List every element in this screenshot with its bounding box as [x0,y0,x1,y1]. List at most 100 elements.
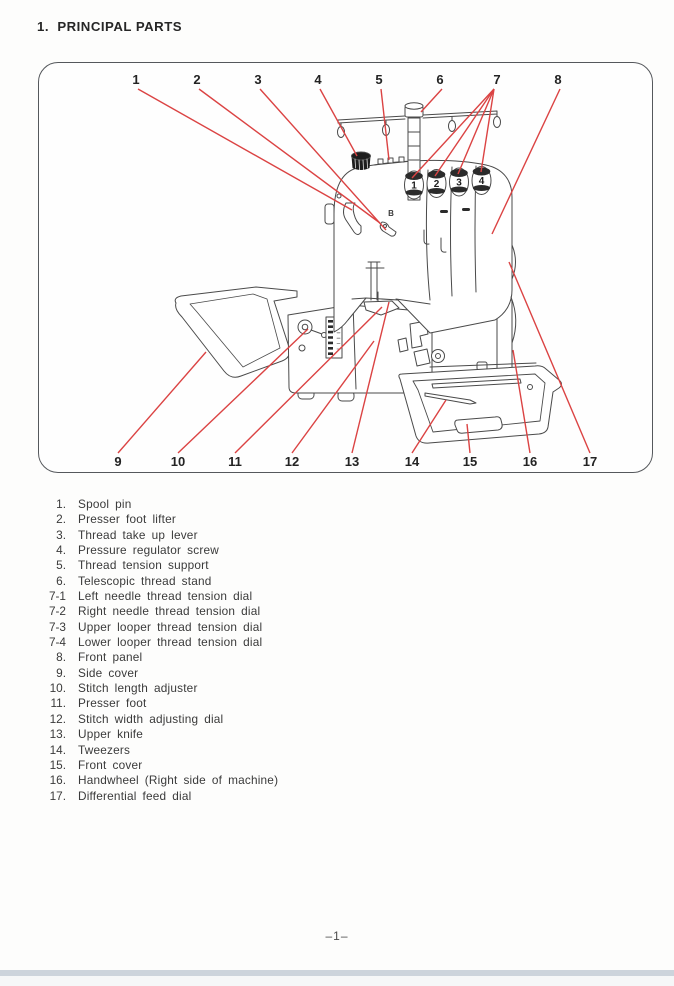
presser-foot-lifter [343,202,362,235]
parts-list-item: 7-4 Lower looper thread tension dial [40,635,460,650]
part-number: 9. [56,665,66,680]
part-number: 13. [49,727,66,742]
callout-number-9: 9 [114,454,121,469]
part-name: Tweezers [78,742,131,757]
part-name: Right needle thread tension dial [78,604,261,619]
part-name: Differential feed dial [78,788,192,803]
callout-number-15: 15 [463,454,477,469]
callout-line-4 [319,88,358,157]
callout-number-5: 5 [375,72,382,87]
callout-number-7: 7 [493,72,500,87]
part-name: Stitch width adjusting dial [78,711,224,726]
parts-list-item: 4.Pressure regulator screw [40,543,460,558]
callout-number-2: 2 [193,72,200,87]
parts-list-item: 3.Thread take up lever [40,528,460,543]
callout-line-7 [411,88,495,179]
side-cover [174,286,298,378]
parts-list-item: 7-2 Right needle thread tension dial [40,604,460,619]
part-number: 7-2 [48,604,66,619]
head-plate-letter: B [388,209,394,218]
looper-parts [397,320,445,367]
part-name: Lower looper thread tension dial [78,635,263,650]
callout-line-13 [351,301,390,454]
callout-number-10: 10 [171,454,185,469]
part-name: Front cover [78,757,143,772]
callout-number-11: 11 [228,454,242,469]
parts-list-item: 2. Presser foot lifter [40,512,460,527]
callout-number-6: 6 [436,72,443,87]
part-name: Presser foot lifter [78,512,176,527]
parts-list-item: 15. Front cover [40,758,460,773]
callout-line-6 [420,88,443,113]
page-number: –1– [325,929,349,943]
part-number: 7-4 [48,635,66,650]
dial-1-label: 1 [411,181,417,192]
parts-list-item: 13. Upper knife [40,727,460,742]
part-number: 14. [49,742,66,757]
callout-line-3 [259,88,387,231]
part-name: Pressure regulator screw [78,543,219,558]
part-number: 15. [49,757,66,772]
tweezers [424,392,477,405]
callout-number-17: 17 [583,454,597,469]
callout-number-3: 3 [254,72,261,87]
dial-3-label: 3 [456,178,462,189]
machine-drawing: 1 2 3 4 B [174,102,562,444]
callout-number-16: 16 [523,454,537,469]
callout-line-1 [137,88,353,211]
part-number: 10. [49,681,66,696]
handwheel-edge [510,296,517,344]
part-number: 16. [49,773,66,788]
scan-edge-strip [0,970,674,976]
machine-head [324,159,513,334]
differential-feed-dial-edge [511,244,516,280]
parts-list-item: 9.Side cover [40,666,460,681]
callout-number-4: 4 [314,72,322,87]
callout-line-17 [508,261,591,454]
parts-list-item: 6. Telescopic thread stand [40,574,460,589]
callout-line-12 [291,340,375,454]
callout-line-10 [177,328,309,454]
callout-number-1: 1 [132,72,139,87]
part-number: 7-1 [48,589,66,604]
parts-list-item: 14. Tweezers [40,743,460,758]
callout-line-8 [491,88,561,235]
dial-2-label: 2 [434,179,440,190]
part-number: 17. [49,788,66,803]
part-name: Telescopic thread stand [78,573,212,588]
part-number: 12. [49,711,66,726]
part-name: Upper looper thread tension dial [78,619,263,634]
callout-line-7 [434,88,495,177]
thread-tension-support [373,156,413,166]
part-number: 5. [56,558,66,573]
callout-number-12: 12 [285,454,299,469]
callout-line-2 [198,88,381,224]
parts-list-item: 17. Differential feed dial [40,789,460,804]
part-number: 1. [56,497,66,511]
part-number: 2. [56,512,66,527]
part-number: 3. [56,527,66,542]
part-name: Front panel [78,650,143,665]
part-name: Handwheel (Right side of machine) [78,773,279,788]
part-name: Left needle thread tension dial [78,589,253,604]
part-name: Thread tension support [78,558,209,573]
part-number: 6. [56,573,66,588]
part-name: Presser foot [78,696,147,711]
parts-list-item: 7-1 Left needle thread tension dial [40,589,460,604]
part-number: 11. [50,696,66,711]
callout-line-11 [234,306,383,454]
parts-list-item: 11. Presser foot [40,696,460,711]
parts-list-item: 1.Spool pin [40,497,460,512]
callout-line-15 [466,423,471,454]
part-name: Upper knife [78,727,144,742]
callout-line-14 [411,399,447,454]
callout-line-16 [512,349,531,454]
callout-line-7 [480,88,495,173]
part-name: Stitch length adjuster [78,681,198,696]
thread-take-up-lever [379,221,397,237]
dial-4-label: 4 [479,176,485,187]
